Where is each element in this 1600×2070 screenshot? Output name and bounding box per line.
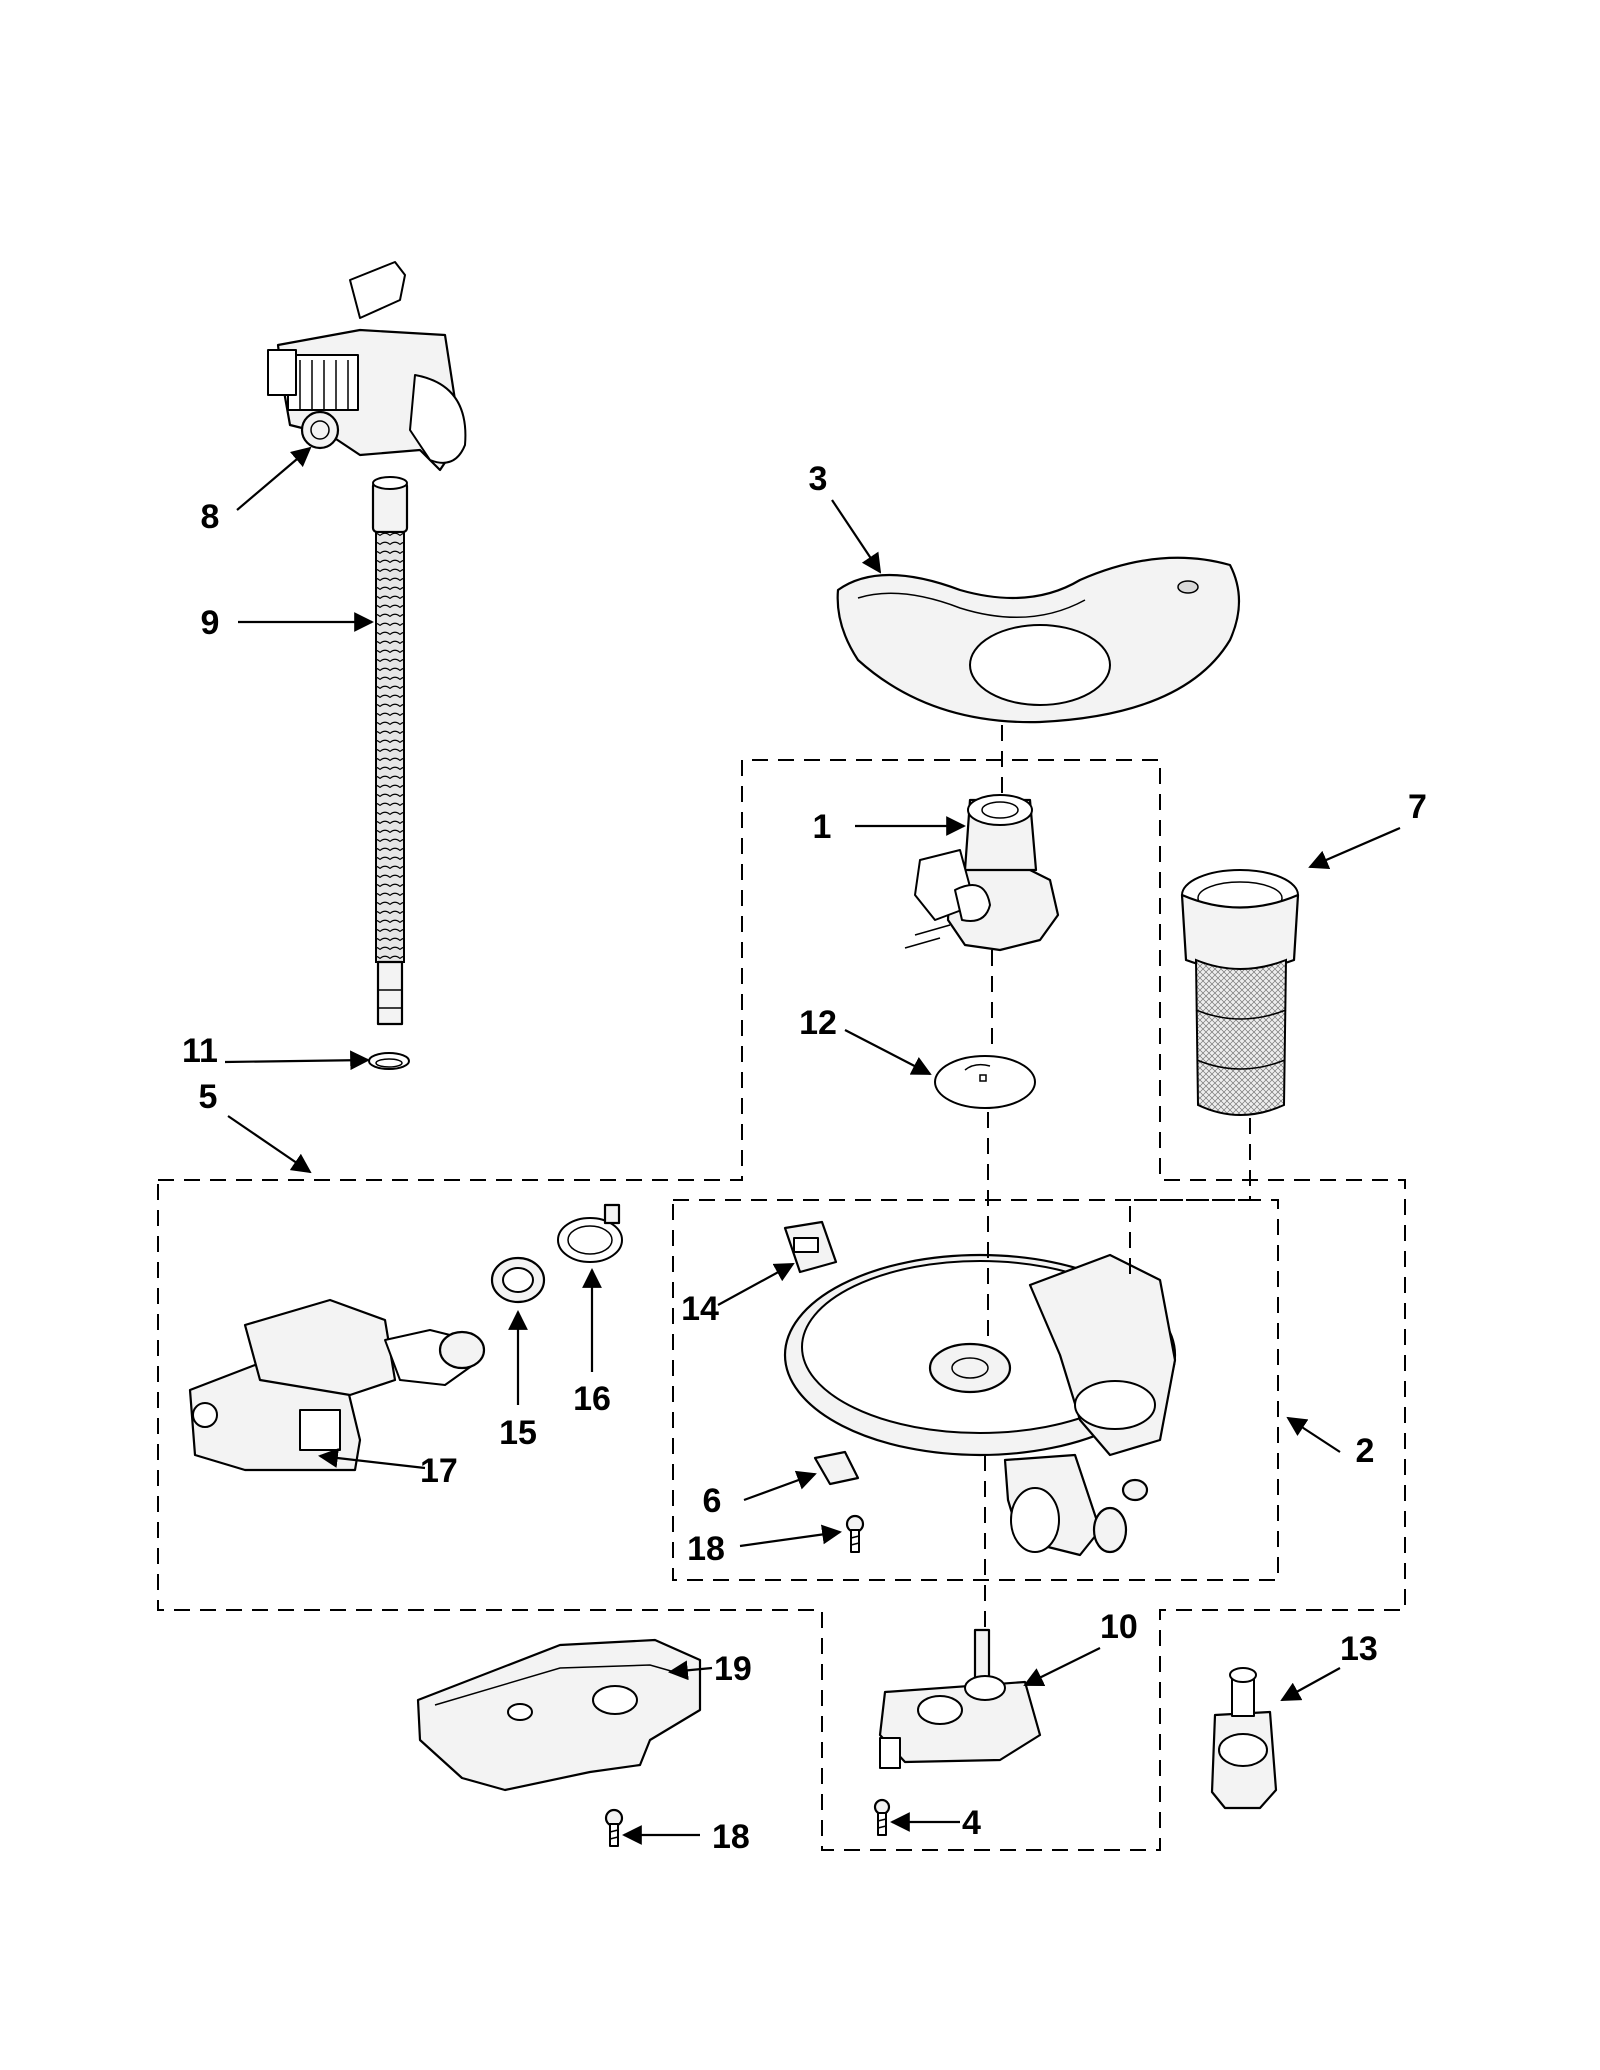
sump-part: [783, 1253, 1177, 1557]
callout-12: 12: [799, 1004, 837, 1042]
callout-labels: 1 2 3 4 5 6 7 8 9 10 11 12 13 14 15 16 1…: [182, 460, 1427, 1856]
drain-pump-part: [267, 261, 467, 472]
sensor-part: [783, 1220, 838, 1274]
assembly-outline-2: [672, 1199, 1279, 1581]
circulation-pump-part: [188, 1298, 486, 1472]
callout-14: 14: [681, 1290, 719, 1328]
callout-15: 15: [499, 1414, 537, 1452]
base-cover-part: [416, 1638, 702, 1792]
clamp-part: [557, 1203, 623, 1263]
turbidity-sensor-part: [1210, 1667, 1278, 1810]
callout-18-sump: 18: [687, 1530, 725, 1568]
pump-manifold-part: [904, 794, 1060, 952]
callout-19: 19: [714, 1650, 752, 1688]
seal-part: [490, 1256, 546, 1304]
screw-part-base: [604, 1808, 624, 1847]
callout-11: 11: [182, 1032, 218, 1070]
callout-18-base: 18: [712, 1818, 750, 1856]
screw-part-diverter: [873, 1798, 891, 1836]
callout-3: 3: [809, 460, 828, 498]
thermistor-part: [813, 1450, 860, 1486]
callout-leaders: [224, 446, 1401, 1845]
diverter-motor-part: [878, 1628, 1042, 1769]
callout-1: 1: [813, 808, 832, 846]
callout-16: 16: [573, 1380, 611, 1418]
hose-clamp-part: [368, 1052, 410, 1070]
callout-10: 10: [1100, 1608, 1138, 1646]
callout-4: 4: [962, 1804, 981, 1842]
callout-5: 5: [199, 1078, 218, 1116]
spray-shield-part: [836, 556, 1240, 724]
callout-8: 8: [201, 498, 220, 536]
screw-part-sump: [845, 1514, 865, 1553]
callout-13: 13: [1340, 1630, 1378, 1668]
callout-6: 6: [703, 1482, 722, 1520]
filter-disc-part: [934, 1055, 1036, 1109]
callout-9: 9: [201, 604, 220, 642]
assembly-outline-5: [157, 759, 1406, 1851]
callout-17: 17: [420, 1452, 458, 1490]
reference-lines: [984, 725, 1251, 1630]
drain-hose-part: [371, 476, 409, 1026]
callout-7: 7: [1408, 788, 1427, 826]
callout-2: 2: [1356, 1432, 1375, 1470]
filter-assembly-part: [1180, 869, 1300, 1116]
